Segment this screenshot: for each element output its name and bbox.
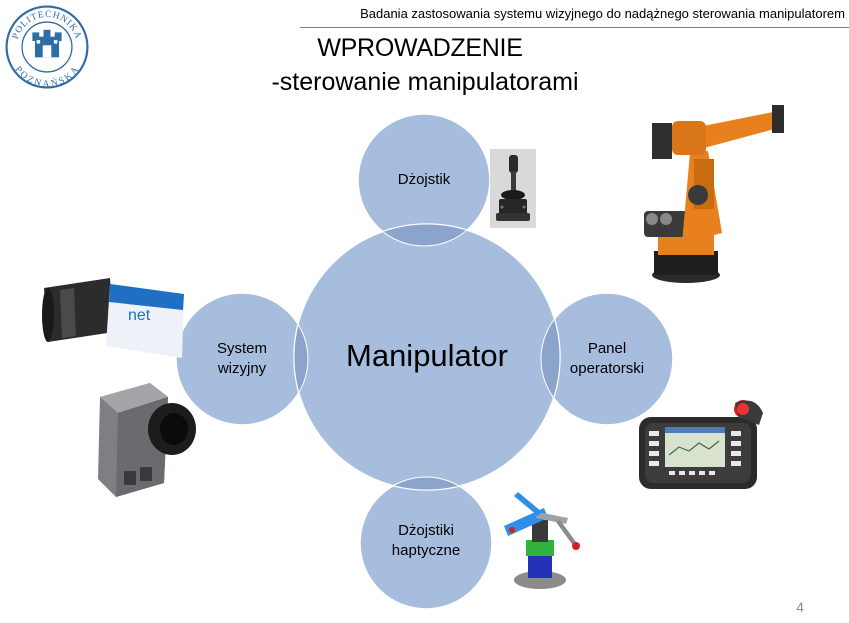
smart-camera-image <box>98 383 196 497</box>
node-label-right: Panel operatorski <box>547 339 667 379</box>
industrial-robot-image <box>644 105 784 283</box>
operator-panel-image <box>639 400 763 489</box>
slide-title: WPROWADZENIE <box>317 34 523 62</box>
castle-icon <box>32 29 62 58</box>
joystick-image <box>490 149 536 228</box>
header-divider <box>300 27 849 28</box>
node-label-right-line2: operatorski <box>569 360 645 377</box>
node-label-top: Dżojstik <box>397 171 451 188</box>
page-number: 4 <box>796 599 804 615</box>
node-label-right-line1: Panel <box>587 340 627 357</box>
node-label-left-line2: wizyjny <box>217 360 267 377</box>
camera-brand-text: net <box>128 307 151 324</box>
center-label: Manipulator <box>346 338 508 373</box>
node-label-bottom-line2: haptyczne <box>391 542 461 559</box>
node-label-left: System wizyjny <box>182 339 302 379</box>
haptic-joystick-image <box>504 492 580 589</box>
node-label-bottom-line1: Dżojstiki <box>398 522 454 539</box>
camera-net-image: net <box>42 278 184 358</box>
header-title: Badania zastosowania systemu wizyjnego d… <box>360 6 845 21</box>
university-logo: POLITECHNIKA POZNAŃSKA <box>5 5 89 89</box>
node-label-left-line1: System <box>216 340 267 357</box>
slide-subtitle: -sterowanie manipulatorami <box>271 68 579 96</box>
node-label-bottom: Dżojstiki haptyczne <box>366 521 486 561</box>
